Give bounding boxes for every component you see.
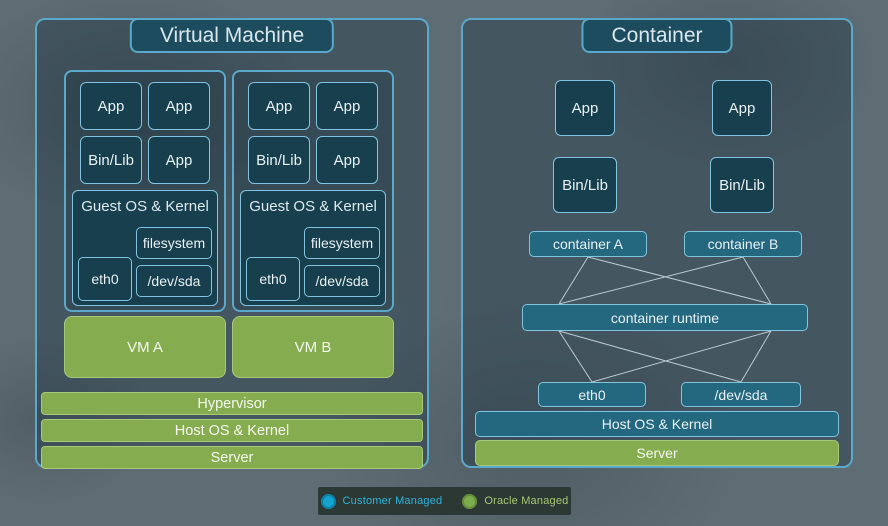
vm-b-guest-os-label: Guest OS & Kernel [249, 198, 377, 215]
vm-stack-a: App App Bin/Lib App Guest OS & Kernel fi… [64, 70, 226, 378]
vm-b-label: VM B [232, 316, 394, 378]
vm-a-app-3: App [148, 136, 210, 184]
vm-a-app-1: App [80, 82, 142, 130]
container-panel-title-tab: Container [581, 18, 733, 53]
legend-customer-managed: Customer Managed [320, 493, 443, 509]
vm-b-app-2: App [316, 82, 378, 130]
container-host-os-bar: Host OS & Kernel [475, 411, 839, 437]
eth0-bar: eth0 [538, 382, 646, 407]
container-panel-title: Container [611, 24, 703, 47]
host-os-layer: Host OS & Kernel [41, 419, 423, 442]
container-runtime-bar: container runtime [522, 304, 808, 331]
server-layer: Server [41, 446, 423, 469]
container-b-app: App [712, 80, 772, 136]
vm-a-guest-os-label: Guest OS & Kernel [81, 198, 209, 215]
vm-stack-b: App App Bin/Lib App Guest OS & Kernel fi… [232, 70, 394, 378]
hypervisor-layer: Hypervisor [41, 392, 423, 415]
vm-a-binlib: Bin/Lib [80, 136, 142, 184]
vm-b-app-1: App [248, 82, 310, 130]
vm-b-eth0: eth0 [246, 257, 300, 301]
vm-panel-title: Virtual Machine [159, 24, 305, 47]
devsda-bar: /dev/sda [681, 382, 801, 407]
vm-a-box-area: App App Bin/Lib App Guest OS & Kernel fi… [64, 70, 226, 312]
container-panel: Container App App Bin/Lib Bin/Lib contai… [461, 18, 853, 468]
container-a-bar: container A [529, 231, 647, 257]
vm-a-app-2: App [148, 82, 210, 130]
container-b-binlib: Bin/Lib [710, 157, 774, 213]
vm-b-devsda: /dev/sda [304, 265, 380, 297]
vm-a-eth0: eth0 [78, 257, 132, 301]
vm-b-binlib: Bin/Lib [248, 136, 310, 184]
vm-a-label: VM A [64, 316, 226, 378]
customer-managed-dot-icon [320, 493, 336, 509]
vm-panel: Virtual Machine App App Bin/Lib App Gues… [35, 18, 429, 469]
vm-a-devsda: /dev/sda [136, 265, 212, 297]
legend: Customer Managed Oracle Managed [318, 487, 571, 515]
vm-panel-title-tab: Virtual Machine [129, 18, 335, 53]
connector-lines [558, 256, 772, 383]
legend-oracle-managed: Oracle Managed [462, 493, 569, 509]
customer-managed-label: Customer Managed [342, 495, 443, 507]
vm-a-guest-os-box: Guest OS & Kernel filesystem eth0 /dev/s… [72, 190, 218, 306]
vm-b-app-3: App [316, 136, 378, 184]
container-server-bar: Server [475, 440, 839, 466]
container-a-binlib: Bin/Lib [553, 157, 617, 213]
vm-b-filesystem: filesystem [304, 227, 380, 259]
vm-b-guest-os-box: Guest OS & Kernel filesystem eth0 /dev/s… [240, 190, 386, 306]
container-b-bar: container B [684, 231, 802, 257]
oracle-managed-label: Oracle Managed [484, 495, 569, 507]
vm-a-filesystem: filesystem [136, 227, 212, 259]
oracle-managed-dot-icon [462, 493, 478, 509]
vm-b-box-area: App App Bin/Lib App Guest OS & Kernel fi… [232, 70, 394, 312]
container-a-app: App [555, 80, 615, 136]
